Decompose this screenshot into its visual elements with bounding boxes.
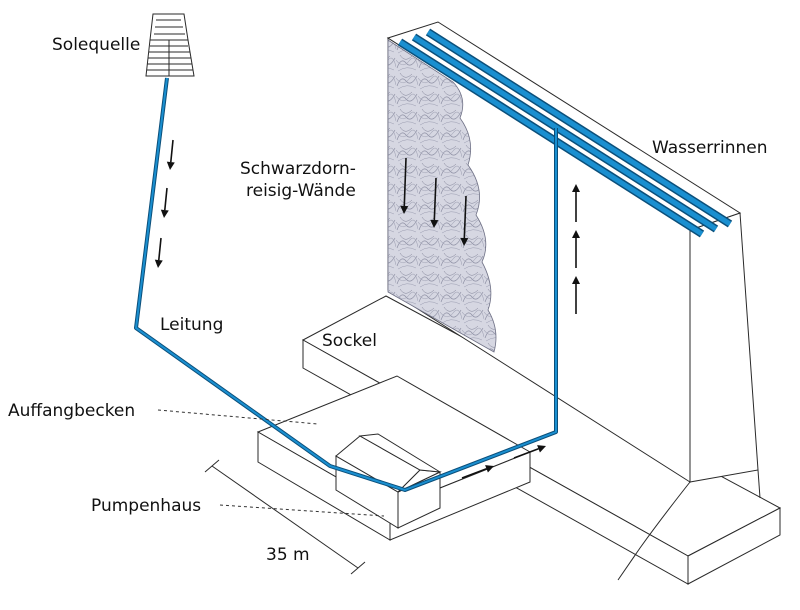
- riser-arrow-up-1: [572, 184, 580, 222]
- pipe-water: [135, 77, 557, 491]
- riser-arrow-up-3: [572, 276, 580, 314]
- wall-end-foot: [757, 469, 761, 499]
- flow-arrow-right-2: [513, 445, 546, 459]
- gutter-water-3: [426, 29, 732, 227]
- label-base: Sockel: [322, 331, 377, 351]
- basin-leader-line: [157, 409, 319, 425]
- wall-foot-curve: [617, 481, 691, 581]
- label-source: Solequelle: [52, 35, 140, 55]
- pipe-arrow-down-3: [154, 237, 163, 268]
- gutter-water-1: [398, 39, 704, 237]
- pump-house-roof-ridge: [358, 433, 441, 473]
- label-walls-line1: Schwarzdorn-: [240, 159, 356, 179]
- brush-arrow-down-1: [400, 157, 409, 214]
- brine-source-tower: [145, 13, 195, 77]
- brush-arrow-down-3: [460, 195, 469, 246]
- pipe-arrow-down-1: [166, 139, 175, 170]
- blackthorn-brush-wall: [387, 39, 497, 353]
- scale-bar: [204, 459, 366, 575]
- label-gutters: Wasserrinnen: [652, 138, 768, 158]
- riser-arrow-up-2: [572, 230, 580, 268]
- label-basin: Auffangbecken: [8, 401, 135, 421]
- scale-tick-start: [204, 459, 220, 473]
- scale-tick-end: [350, 561, 366, 575]
- brush-arrow-down-2: [430, 177, 439, 228]
- label-walls-line2: reisig-Wände: [246, 181, 356, 201]
- pipe-line: [134, 77, 558, 492]
- gutter-water-2: [412, 34, 718, 232]
- water-gutters: [397, 28, 733, 238]
- flow-arrow-right-1: [461, 465, 494, 479]
- label-scale: 35 m: [266, 545, 310, 565]
- flow-arrows: [154, 139, 580, 479]
- pipe-arrow-down-2: [160, 187, 169, 218]
- label-pump-house: Pumpenhaus: [91, 496, 201, 516]
- label-pipe: Leitung: [160, 315, 223, 335]
- scale-line: [211, 465, 359, 569]
- wall-end-face: [689, 212, 759, 483]
- base-side-face: [687, 507, 781, 585]
